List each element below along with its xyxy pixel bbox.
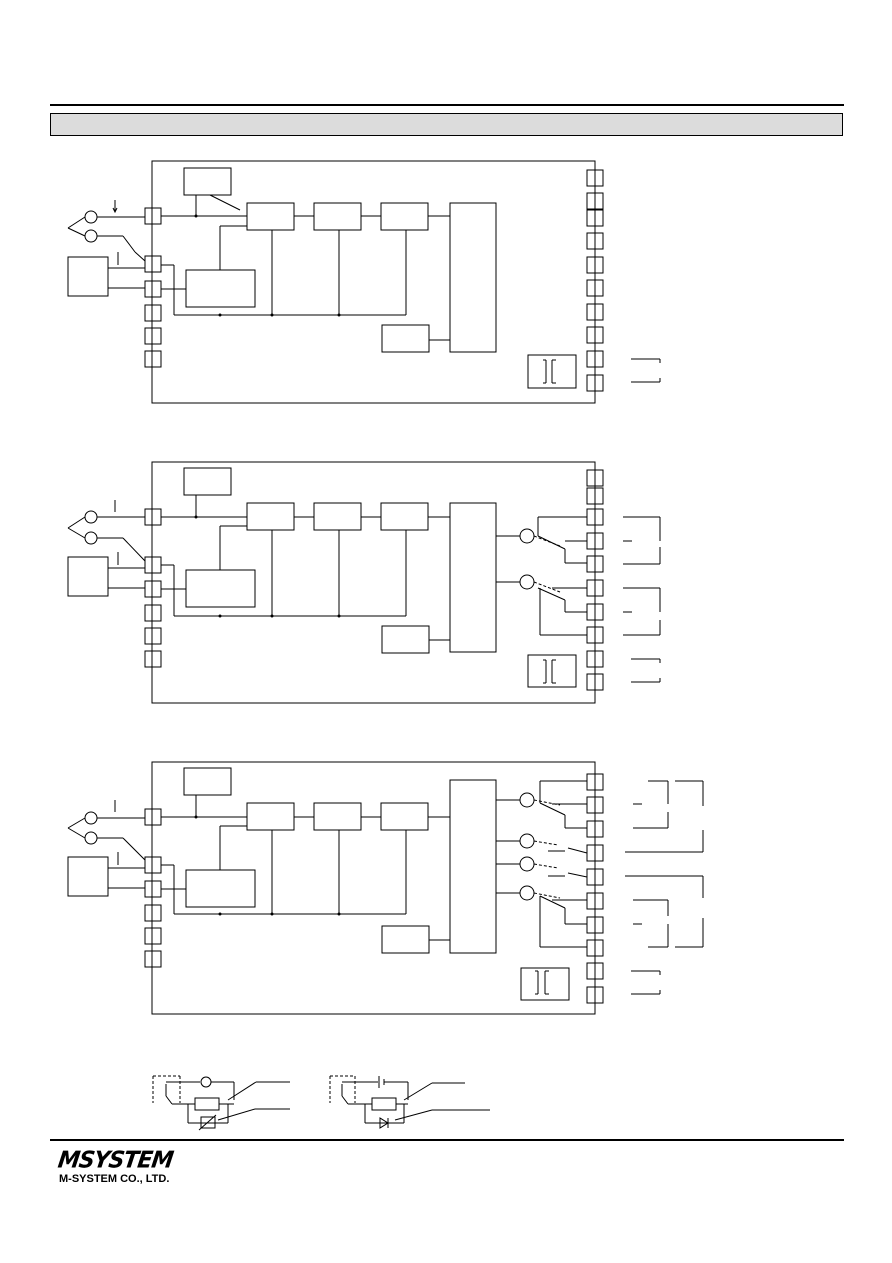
section-header-bar xyxy=(50,113,843,136)
block-diagram-1 xyxy=(67,160,661,404)
top-rule xyxy=(50,104,844,106)
contact-protection-circuits xyxy=(152,1075,490,1131)
bottom-rule xyxy=(50,1139,844,1141)
m-system-logo: MSYSTEM xyxy=(56,1147,175,1174)
company-name: M-SYSTEM CO., LTD. xyxy=(59,1173,170,1185)
block-diagram-2 xyxy=(67,461,661,704)
block-diagram-3 xyxy=(67,761,704,1015)
